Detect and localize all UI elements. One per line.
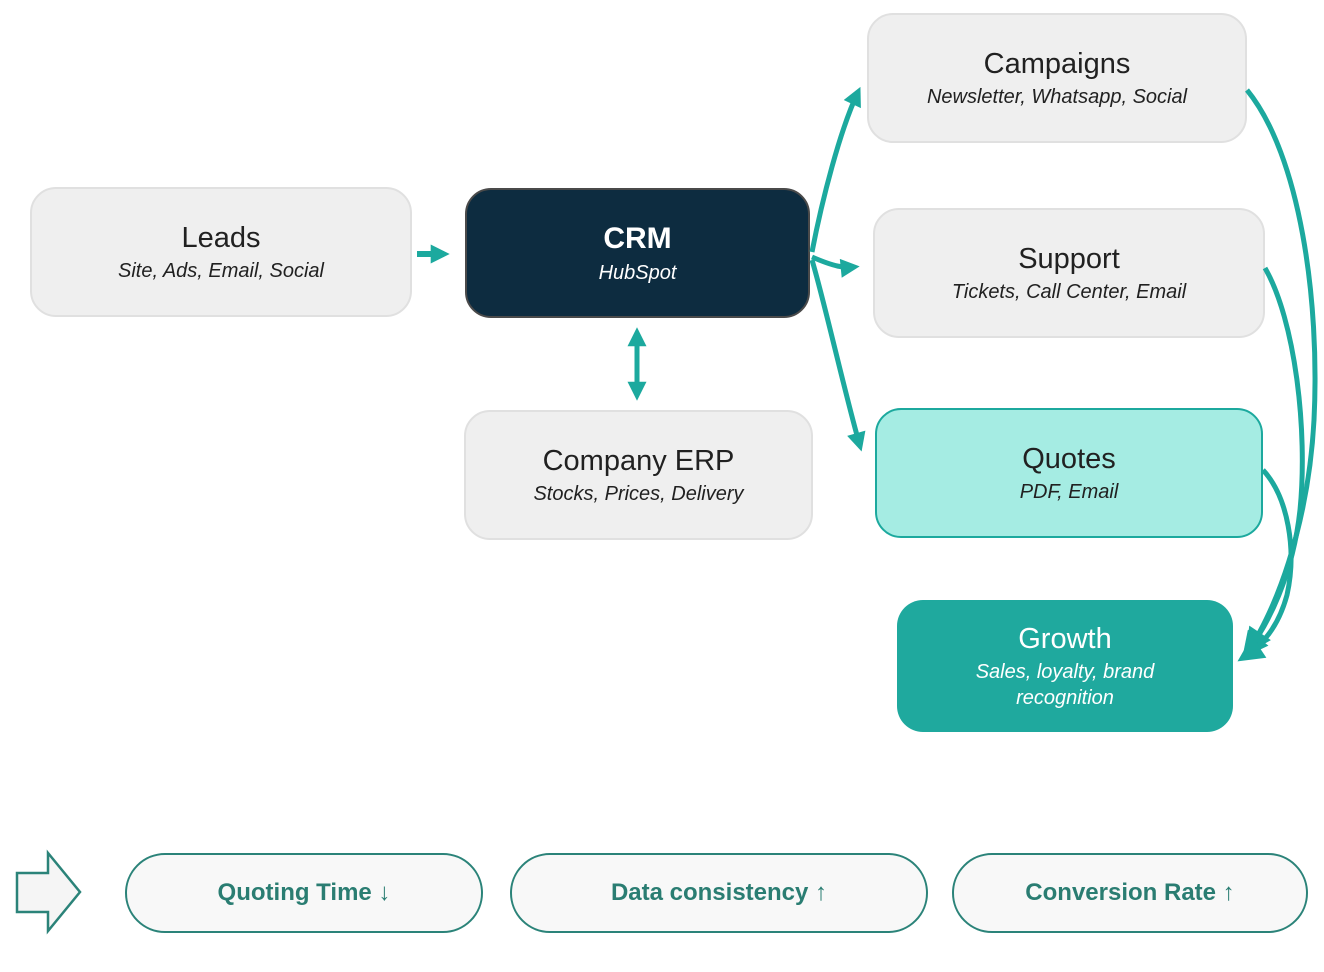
node-support: Support Tickets, Call Center, Email (873, 208, 1265, 338)
node-campaigns-title: Campaigns (983, 47, 1131, 80)
node-crm-subtitle: HubSpot (598, 261, 677, 284)
node-growth-subtitle: Sales, loyalty, brand recognition (975, 661, 1155, 710)
node-growth: Growth Sales, loyalty, brand recognition (897, 600, 1233, 732)
node-quotes-title: Quotes (1022, 442, 1116, 475)
node-campaigns-subtitle: Newsletter, Whatsapp, Social (926, 86, 1188, 109)
node-company-erp: Company ERP Stocks, Prices, Delivery (464, 410, 813, 540)
edge-crm-to-support (811, 254, 860, 278)
node-quotes-subtitle: PDF, Email (1019, 481, 1119, 504)
kpi-conversion-rate: Conversion Rate ↑ (952, 853, 1308, 933)
node-company-erp-title: Company ERP (542, 444, 735, 477)
node-quotes: Quotes PDF, Email (875, 408, 1263, 538)
node-support-title: Support (1018, 242, 1120, 275)
results-block-arrow-icon (15, 849, 82, 935)
edge-crm-to-quotes (809, 259, 866, 452)
node-crm-title: CRM (603, 222, 672, 256)
kpi-data-consistency: Data consistency ↑ (510, 853, 928, 933)
node-support-subtitle: Tickets, Call Center, Email (951, 281, 1187, 304)
node-crm: CRM HubSpot (465, 188, 810, 318)
node-campaigns: Campaigns Newsletter, Whatsapp, Social (867, 13, 1247, 143)
node-leads-subtitle: Site, Ads, Email, Social (117, 260, 324, 283)
node-leads-title: Leads (181, 221, 261, 254)
node-growth-title: Growth (1018, 622, 1112, 655)
node-company-erp-subtitle: Stocks, Prices, Delivery (533, 483, 744, 506)
edge-campaigns-to-growth (1245, 88, 1318, 655)
kpi-quoting-time: Quoting Time ↓ (125, 853, 483, 933)
node-leads: Leads Site, Ads, Email, Social (30, 187, 412, 317)
edge-crm-to-campaigns (809, 86, 861, 253)
